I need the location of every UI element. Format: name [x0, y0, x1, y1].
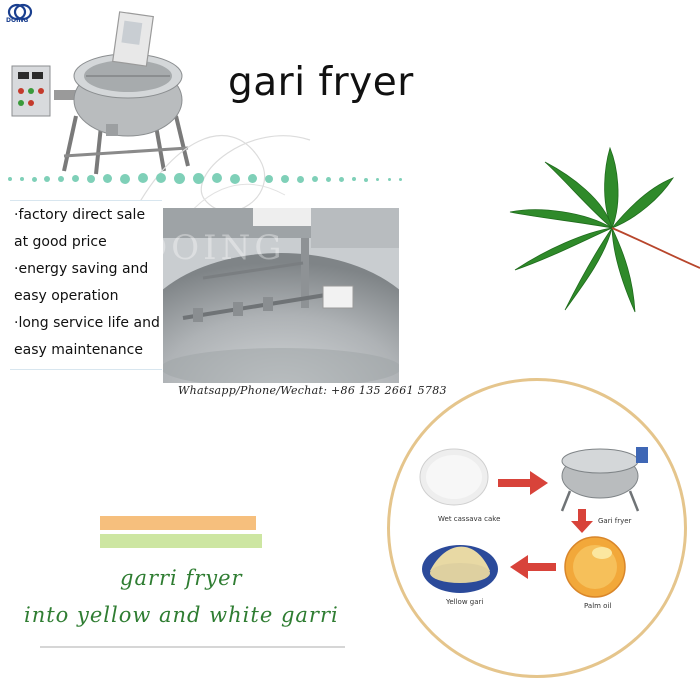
feature-line-5: ·long service life and	[14, 315, 160, 331]
doing-logo	[7, 3, 33, 21]
gari-fryer-machine-image	[11, 11, 190, 175]
fryer-interior-photo	[163, 208, 399, 383]
handwritten-line-1: garri fryer	[120, 566, 243, 590]
decorative-bar-green	[100, 534, 262, 548]
process-label-palm-oil: Palm oil	[584, 602, 612, 610]
feature-line-3: ·energy saving and	[14, 261, 149, 277]
process-label-wet-cassava-cake: Wet cassava cake	[438, 515, 501, 523]
process-diagram	[404, 441, 672, 617]
dotted-divider	[0, 172, 410, 188]
process-diagram-circle: Wet cassava cake Gari fryer Palm oil Yel…	[387, 378, 687, 678]
handwritten-underline	[40, 646, 345, 648]
decorative-bar-orange	[100, 516, 256, 530]
feature-line-6: easy maintenance	[14, 342, 143, 358]
feature-list: ·factory direct sale at good price ·ener…	[10, 200, 162, 370]
process-label-yellow-gari: Yellow gari	[446, 598, 484, 606]
feature-line-1: ·factory direct sale	[14, 207, 146, 223]
process-label-gari-fryer: Gari fryer	[598, 517, 632, 525]
logo-text: DOING	[6, 17, 29, 24]
feature-line-4: easy operation	[14, 288, 119, 304]
cassava-leaf-image	[509, 146, 700, 313]
feature-line-2: at good price	[14, 234, 107, 250]
contact-info: Whatsapp/Phone/Wechat: +86 135 2661 5783	[178, 384, 447, 397]
watermark-text: DOING	[140, 228, 286, 268]
page-title: gari fryer	[228, 60, 414, 105]
handwritten-line-2: into yellow and white garri	[24, 603, 339, 627]
